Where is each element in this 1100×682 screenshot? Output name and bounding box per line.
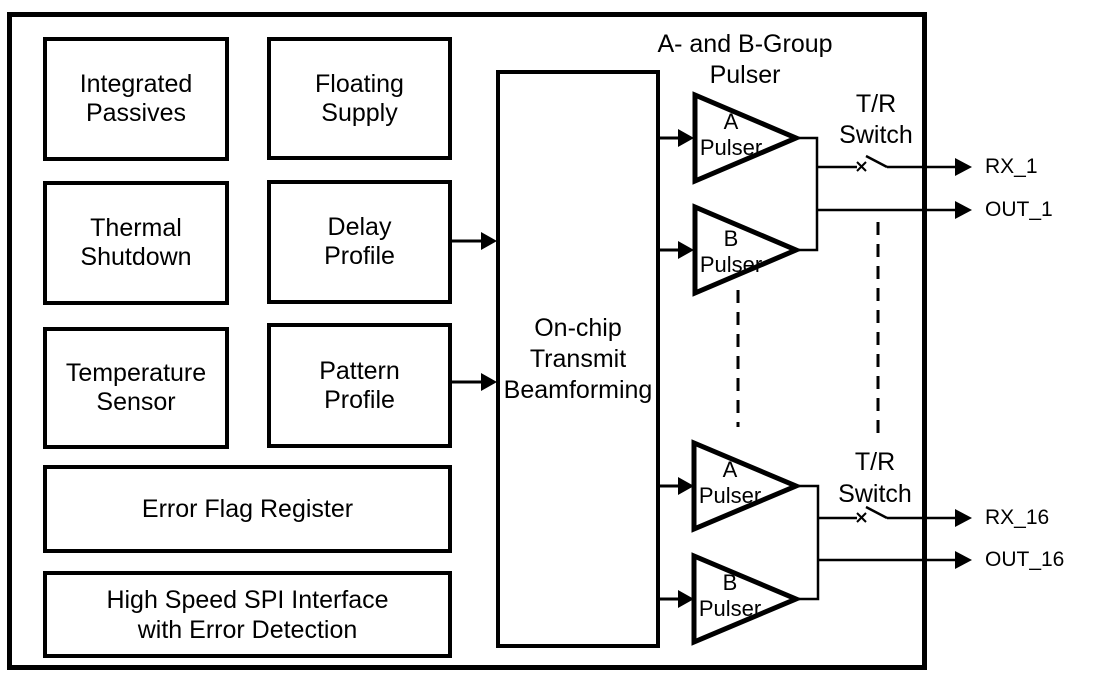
chip-boundary	[7, 12, 927, 670]
tr-switch-label-line: Switch	[838, 480, 912, 508]
rx1-arrow-head-icon	[955, 158, 972, 176]
pulser-b16-label: B Pulser	[693, 570, 767, 622]
pulser-label-line: Pulser	[699, 135, 763, 160]
tr-switch-label-16: T/R Switch	[815, 446, 935, 510]
block-label-line: Delay	[327, 213, 392, 241]
pulser-label-line: A	[722, 457, 738, 482]
block-label-line: Error Flag Register	[141, 494, 354, 523]
block-label-line: Profile	[324, 242, 395, 270]
tr-switch-label-1: T/R Switch	[816, 89, 936, 151]
block-floating-supply: Floating Supply	[267, 37, 452, 160]
pulser-a1-label: A Pulser	[694, 109, 768, 161]
block-label-line: Integrated	[79, 70, 193, 98]
block-temperature-sensor: Temperature Sensor	[43, 327, 229, 449]
tr-switch-label-line: T/R	[854, 448, 896, 476]
block-label-line: Profile	[324, 385, 395, 414]
block-label-line: Sensor	[96, 388, 176, 416]
pulser-label-line: B	[722, 570, 738, 595]
block-label-line: Pattern	[319, 356, 400, 385]
out1-arrow-head-icon	[955, 201, 972, 219]
pulser-group-title-line: A- and B-Group	[657, 30, 833, 58]
tr-switch-label-line: T/R	[855, 90, 897, 118]
pulser-a16-label: A Pulser	[693, 457, 767, 509]
tr-switch-label-line: Switch	[839, 121, 913, 149]
pulser-label-line: A	[723, 109, 739, 134]
block-label-line: Supply	[321, 98, 398, 127]
pulser-group-title-line: Pulser	[709, 61, 781, 89]
pulser-label-line: B	[723, 226, 739, 251]
block-transmit-beamforming: On-chip Transmit Beamforming	[496, 70, 660, 648]
rx16-arrow-head-icon	[955, 509, 972, 527]
port-label-rx16: RX_16	[985, 506, 1050, 529]
block-label-line: Transmit	[529, 344, 627, 373]
pulser-label-line: Pulser	[698, 483, 762, 508]
block-label-line: Beamforming	[503, 375, 653, 404]
port-label-out16: OUT_16	[985, 548, 1065, 571]
pulser-group-title: A- and B-Group Pulser	[645, 29, 845, 91]
block-pattern-profile: Pattern Profile	[267, 323, 452, 448]
block-thermal-shutdown: Thermal Shutdown	[43, 181, 229, 305]
block-label-line: Floating	[315, 69, 404, 98]
pulser-label-line: Pulser	[699, 252, 763, 277]
block-label-line: High Speed SPI Interface	[106, 585, 389, 614]
block-label-line: On-chip	[534, 313, 622, 342]
block-label-line: Temperature	[65, 359, 207, 387]
out16-arrow-head-icon	[955, 551, 972, 569]
block-label-line: Thermal	[90, 214, 182, 242]
port-label-rx1: RX_1	[985, 155, 1038, 178]
block-error-flag-register: Error Flag Register	[43, 465, 452, 553]
pulser-b1-label: B Pulser	[694, 226, 768, 278]
pulser-label-line: Pulser	[698, 596, 762, 621]
port-label-out1: OUT_1	[985, 198, 1053, 221]
block-spi-interface: High Speed SPI Interface with Error Dete…	[43, 571, 452, 658]
block-label-line: with Error Detection	[137, 615, 358, 644]
block-label-line: Passives	[85, 99, 187, 127]
block-delay-profile: Delay Profile	[267, 180, 452, 304]
block-label-line: Shutdown	[80, 243, 192, 271]
block-integrated-passives: Integrated Passives	[43, 37, 229, 161]
